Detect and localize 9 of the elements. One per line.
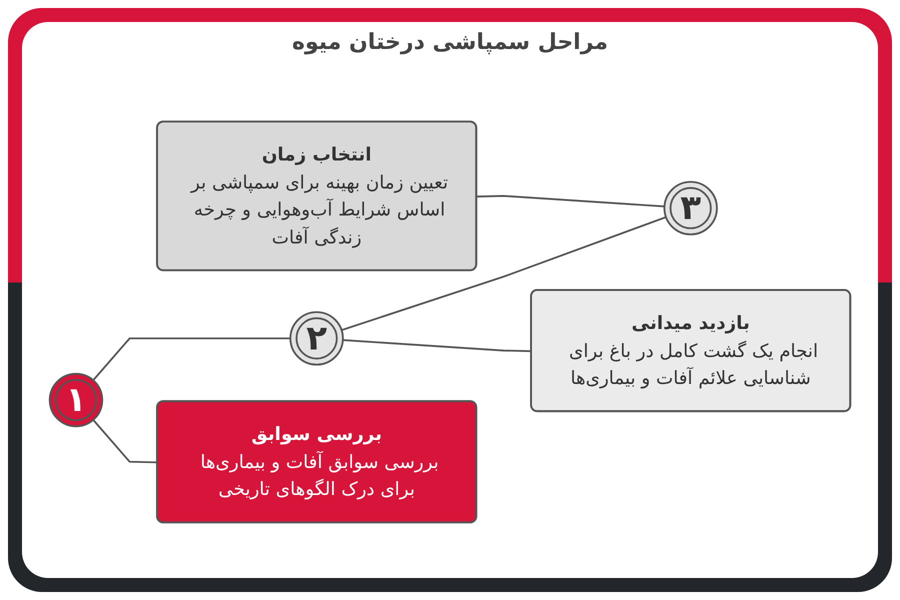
node-circle: ۱ xyxy=(48,372,104,428)
connector xyxy=(92,419,158,464)
node-circle: ۲ xyxy=(290,311,344,366)
connector xyxy=(341,216,666,332)
node-circle: ۳ xyxy=(664,180,718,236)
connector xyxy=(476,195,665,208)
title: مراحل سمپاشی درختان میوه xyxy=(292,30,608,55)
connector xyxy=(92,337,290,381)
connector xyxy=(342,339,532,352)
